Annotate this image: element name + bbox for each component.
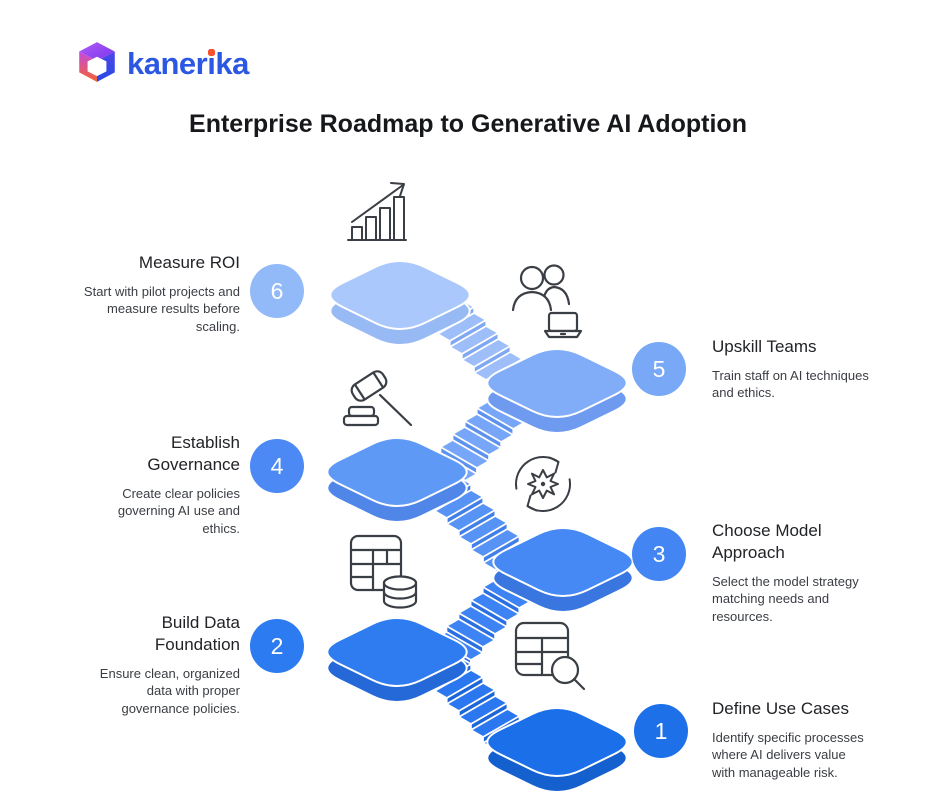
step-2-number: 2 xyxy=(270,632,284,659)
step-3-number: 3 xyxy=(652,540,666,567)
platform-1 xyxy=(486,707,628,793)
step-6-description: Start with pilot projects and measure re… xyxy=(83,284,240,334)
step-2-title: Build Data Foundation xyxy=(154,613,240,655)
step-5-badge: 5 xyxy=(632,342,686,396)
table-search-icon xyxy=(514,621,586,691)
step-6-number: 6 xyxy=(270,277,284,304)
step-1-number: 1 xyxy=(654,717,668,744)
step-4-number: 4 xyxy=(270,452,284,479)
step-5-block: Upskill Teams Train staff on AI techniqu… xyxy=(712,336,894,402)
step-3-badge: 3 xyxy=(632,527,686,581)
platform-4 xyxy=(326,437,468,523)
step-3-title: Choose Model Approach xyxy=(712,521,822,563)
step-6-title: Measure ROI xyxy=(138,253,240,272)
step-1-badge: 1 xyxy=(634,704,688,758)
step-4-block: Establish Governance Create clear polici… xyxy=(65,432,240,537)
platform-6 xyxy=(329,260,471,346)
page-title: Enterprise Roadmap to Generative AI Adop… xyxy=(189,110,747,138)
platform-2 xyxy=(326,617,468,703)
step-1-title: Define Use Cases xyxy=(712,699,850,718)
step-6-badge: 6 xyxy=(250,264,304,318)
platform-3 xyxy=(492,527,634,613)
step-1-description: Identify specific processes where AI del… xyxy=(712,730,864,780)
step-5-number: 5 xyxy=(652,355,666,382)
table-database-icon xyxy=(349,534,418,609)
step-2-block: Build Data Foundation Ensure clean, orga… xyxy=(65,612,240,717)
gavel-icon xyxy=(342,370,413,427)
gear-refresh-icon xyxy=(514,456,572,512)
step-2-description: Ensure clean, organized data with proper… xyxy=(99,666,240,716)
step-3-description: Select the model strategy matching needs… xyxy=(712,574,859,624)
brand-cube-icon xyxy=(79,42,115,82)
step-4-description: Create clear policies governing AI use a… xyxy=(117,486,240,536)
step-3-block: Choose Model Approach Select the model s… xyxy=(712,520,894,625)
step-6-block: Measure ROI Start with pilot projects an… xyxy=(65,252,240,335)
step-4-title: Establish Governance xyxy=(147,433,240,475)
people-laptop-icon xyxy=(511,264,583,339)
bar-chart-growth-icon xyxy=(347,182,407,241)
step-1-block: Define Use Cases Identify specific proce… xyxy=(712,698,894,781)
step-2-badge: 2 xyxy=(250,619,304,673)
step-5-title: Upskill Teams xyxy=(712,337,817,356)
brand-i-dot: ı xyxy=(207,45,216,81)
step-4-badge: 4 xyxy=(250,439,304,493)
platform-5 xyxy=(486,348,628,434)
step-5-description: Train staff on AI techniques and ethics. xyxy=(712,368,869,401)
